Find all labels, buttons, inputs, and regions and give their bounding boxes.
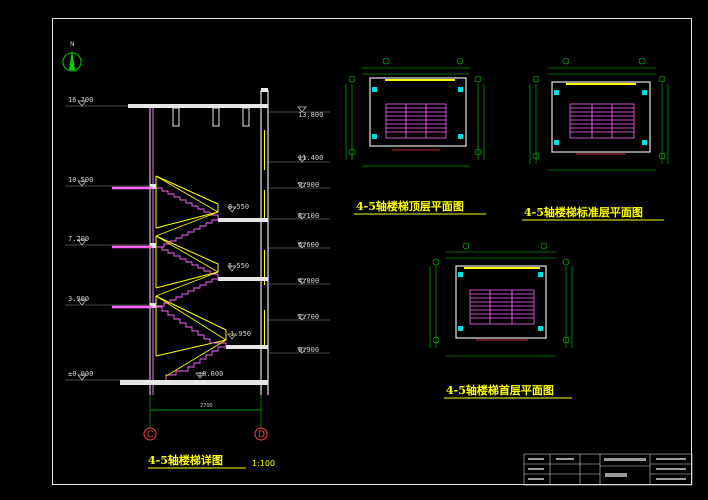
level-right-6: 4.800 — [298, 277, 319, 285]
level-left-2: 10.500 — [68, 176, 93, 184]
level-left-1: 16.700 — [68, 96, 93, 104]
section-scale: 1:100 — [252, 459, 275, 468]
plan-standard-floor — [529, 57, 669, 171]
plan-ground-floor — [429, 242, 573, 357]
plan-ground-title: 4-5轴楼梯首层平面图 — [446, 383, 554, 397]
axis-label-c: C — [147, 430, 153, 440]
level-left-3: 7.200 — [68, 235, 89, 243]
level-right-4: 8.100 — [298, 212, 319, 220]
level-right-3: 9.900 — [298, 181, 319, 189]
title-block — [523, 453, 693, 486]
level-right-8: 0.900 — [298, 346, 319, 354]
plan-standard-title: 4-5轴楼梯标准层平面图 — [524, 205, 643, 219]
svg-text:2700: 2700 — [200, 403, 213, 409]
north-arrow-icon: N — [62, 41, 82, 72]
title-block-fill — [528, 458, 686, 480]
drawing-frame — [52, 18, 692, 485]
level-left-5: ±0.000 — [68, 370, 93, 378]
level-right-7: 2.700 — [298, 313, 319, 321]
level-right-1: 13.800 — [298, 111, 323, 119]
level-mid-1: 8.550 — [228, 203, 249, 211]
level-mid-4: ±0.000 — [198, 370, 223, 378]
plan-top-title: 4-5轴楼梯顶层平面图 — [356, 199, 464, 213]
plan-top-floor — [345, 57, 485, 167]
level-mid-2: 5.550 — [228, 262, 249, 270]
level-right-5: 6.600 — [298, 241, 319, 249]
stair-section: 2700 — [65, 88, 330, 441]
level-right-2: 11.400 — [298, 154, 323, 162]
level-mid-3: 1.950 — [230, 330, 251, 338]
level-left-4: 3.900 — [68, 295, 89, 303]
axis-label-d: D — [258, 430, 265, 440]
section-title: 4-5轴楼梯详图 — [148, 453, 223, 467]
svg-text:N: N — [70, 41, 75, 48]
